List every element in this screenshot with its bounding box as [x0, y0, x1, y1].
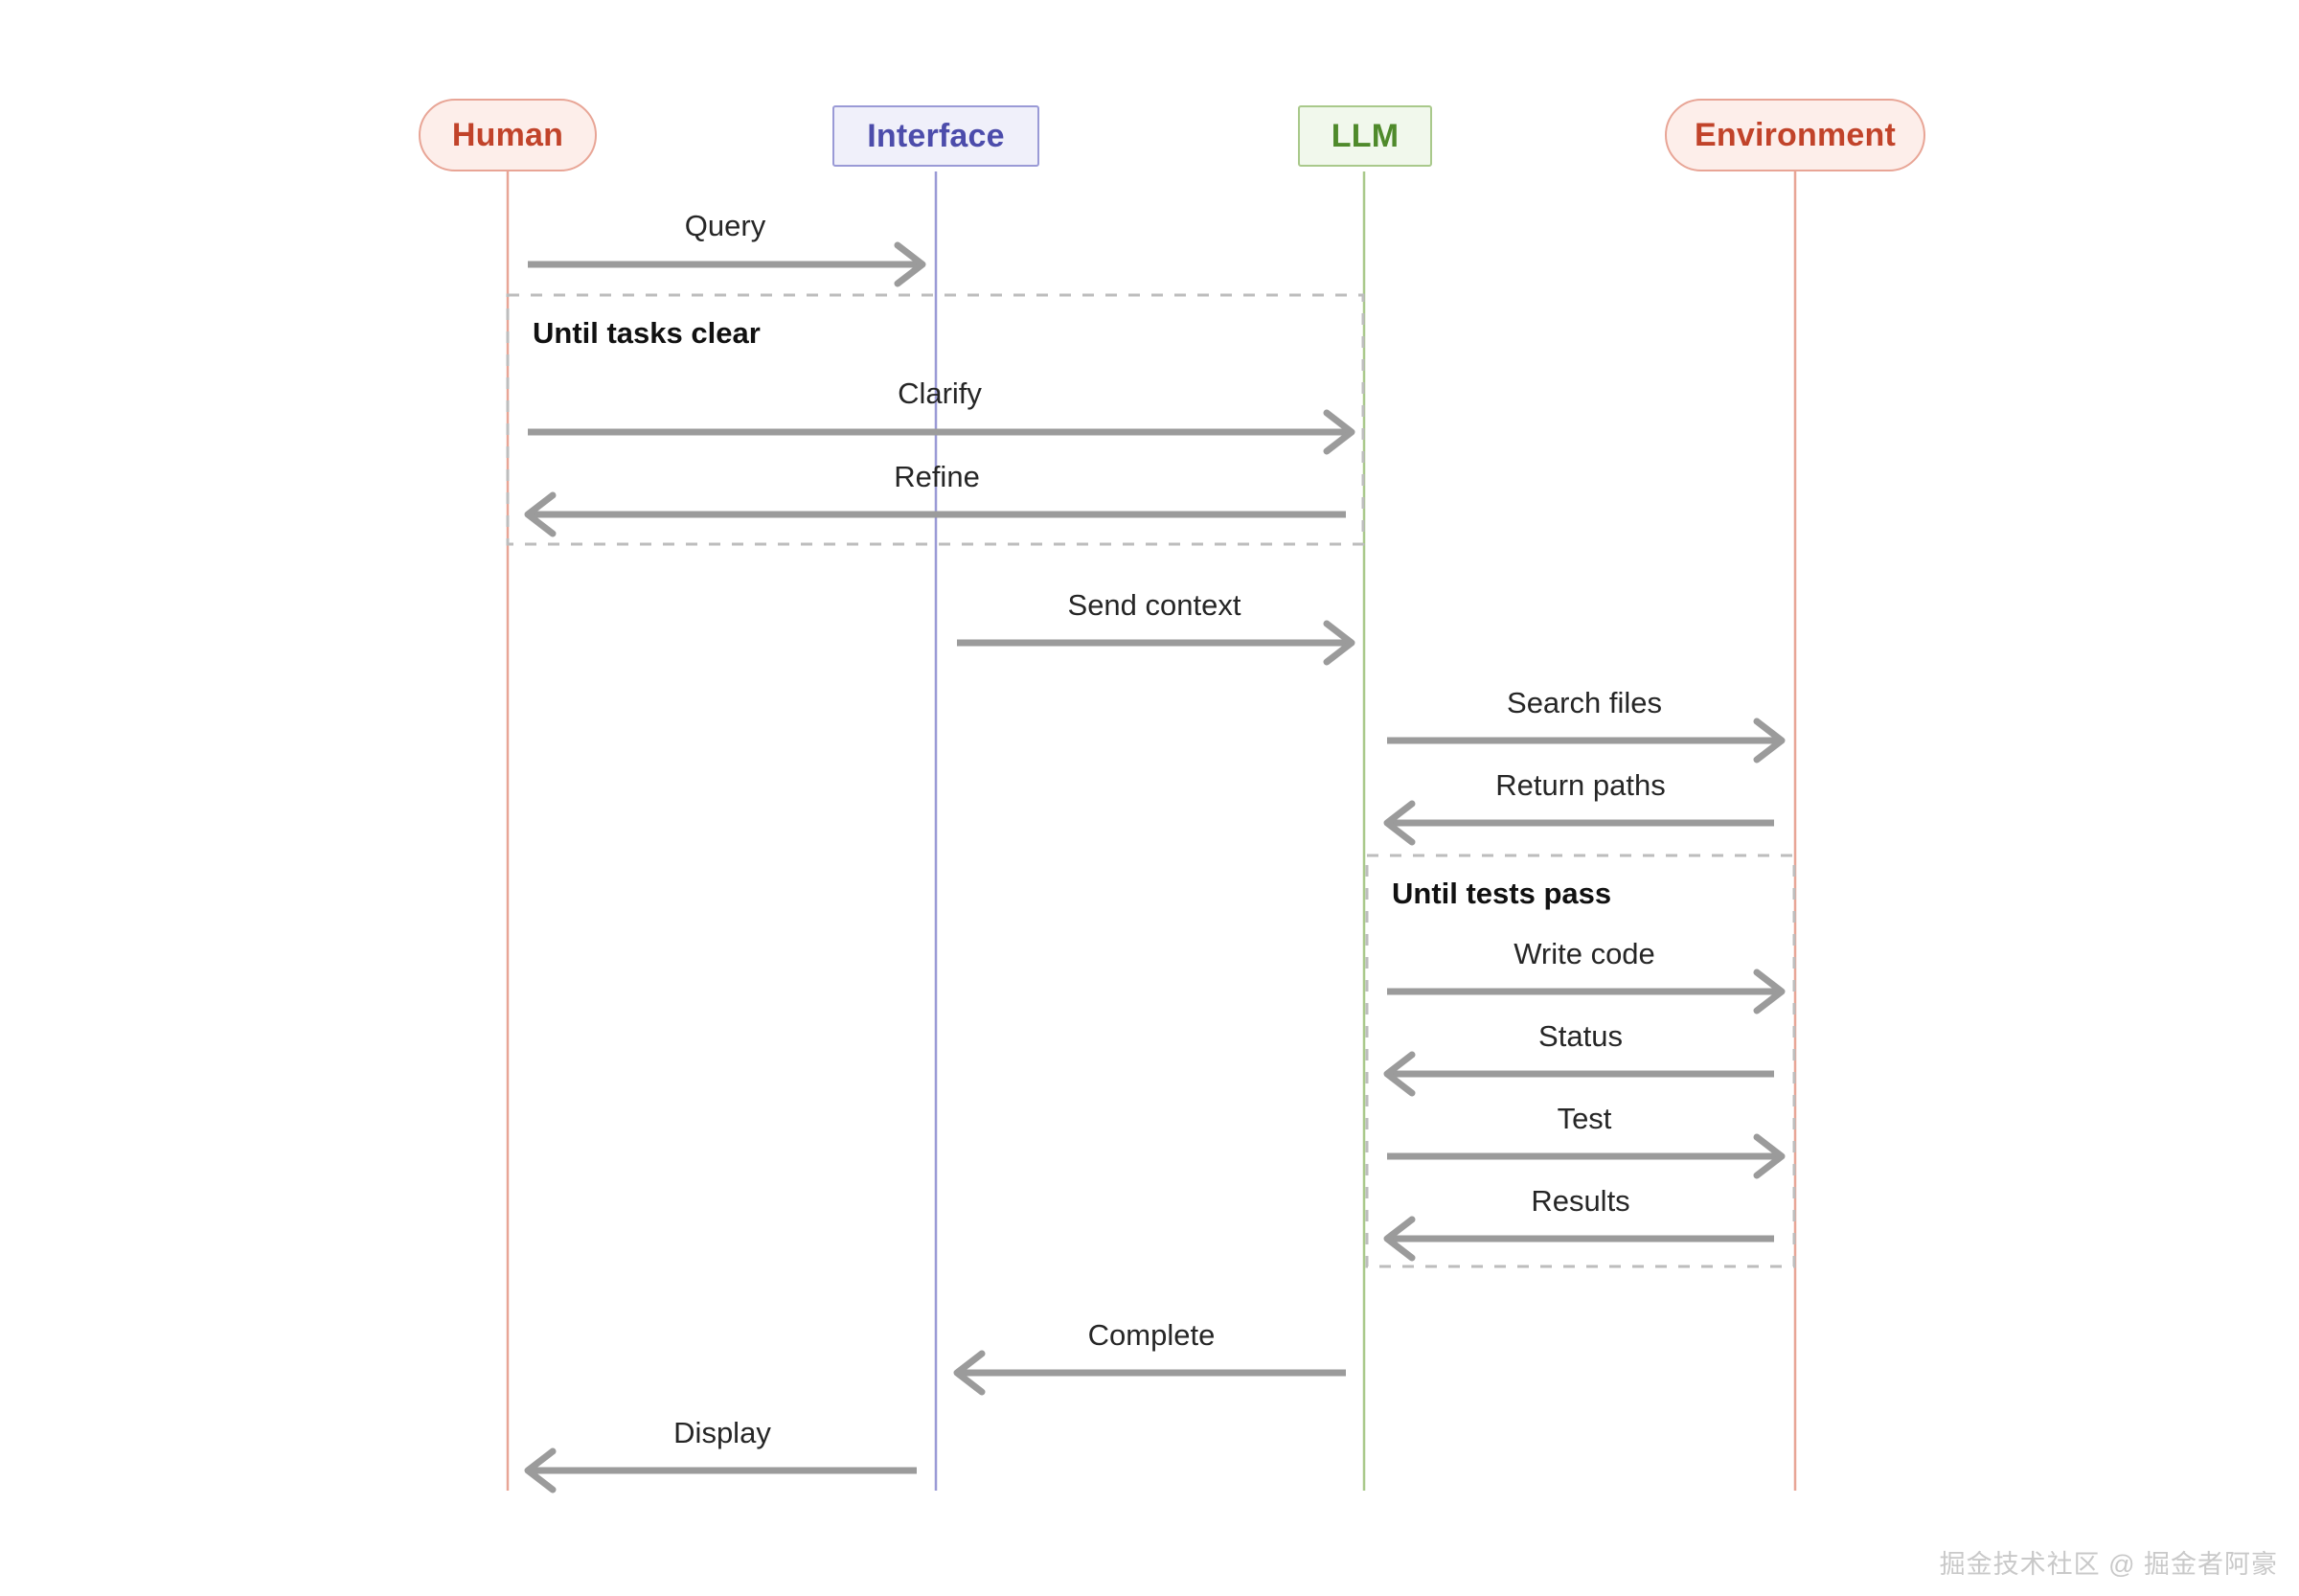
arrow-head-clarify	[1323, 409, 1355, 455]
message-label-status: Status	[1538, 1019, 1623, 1053]
message-label-write-code: Write code	[1514, 937, 1655, 970]
message-label-refine: Refine	[894, 460, 980, 493]
participant-environment[interactable]: Environment	[1665, 99, 1925, 171]
participant-label-interface: Interface	[867, 117, 1005, 154]
participant-interface[interactable]: Interface	[832, 105, 1039, 167]
arrow-head-complete	[953, 1350, 986, 1396]
message-label-return-paths: Return paths	[1495, 768, 1666, 802]
arrow-head-search-files	[1753, 718, 1786, 764]
watermark: 掘金技术社区 @ 掘金者阿豪	[1939, 1550, 2278, 1579]
arrow-head-write-code	[1753, 969, 1786, 1015]
message-label-display: Display	[673, 1416, 771, 1449]
message-label-test: Test	[1557, 1102, 1612, 1135]
participant-human[interactable]: Human	[419, 99, 597, 171]
participant-label-llm: LLM	[1331, 117, 1400, 154]
fragments-group	[506, 293, 1796, 1268]
fragment-label-until-tests-pass: Until tests pass	[1392, 877, 1612, 910]
arrow-head-status	[1383, 1051, 1416, 1097]
arrow-head-display	[524, 1448, 557, 1493]
fragment-label-until-tasks-clear: Until tasks clear	[533, 316, 761, 350]
message-label-complete: Complete	[1087, 1318, 1216, 1352]
message-label-search-files: Search files	[1507, 686, 1662, 719]
participant-llm[interactable]: LLM	[1298, 105, 1432, 167]
arrow-head-test	[1753, 1133, 1786, 1179]
participant-label-human: Human	[451, 116, 564, 153]
fragment-box-until-tests-pass	[1365, 854, 1796, 1268]
message-label-query: Query	[684, 209, 766, 242]
arrow-head-send-context	[1323, 620, 1355, 666]
arrow-head-refine	[524, 491, 557, 537]
lifelines-group	[506, 171, 1797, 1491]
message-label-clarify: Clarify	[898, 376, 982, 410]
arrow-head-return-paths	[1383, 800, 1416, 846]
arrows-group	[524, 241, 1786, 1493]
arrow-head-query	[894, 241, 926, 287]
message-label-send-context: Send context	[1067, 588, 1241, 622]
participant-label-environment: Environment	[1694, 116, 1896, 153]
message-label-results: Results	[1531, 1184, 1630, 1218]
arrow-head-results	[1383, 1216, 1416, 1262]
